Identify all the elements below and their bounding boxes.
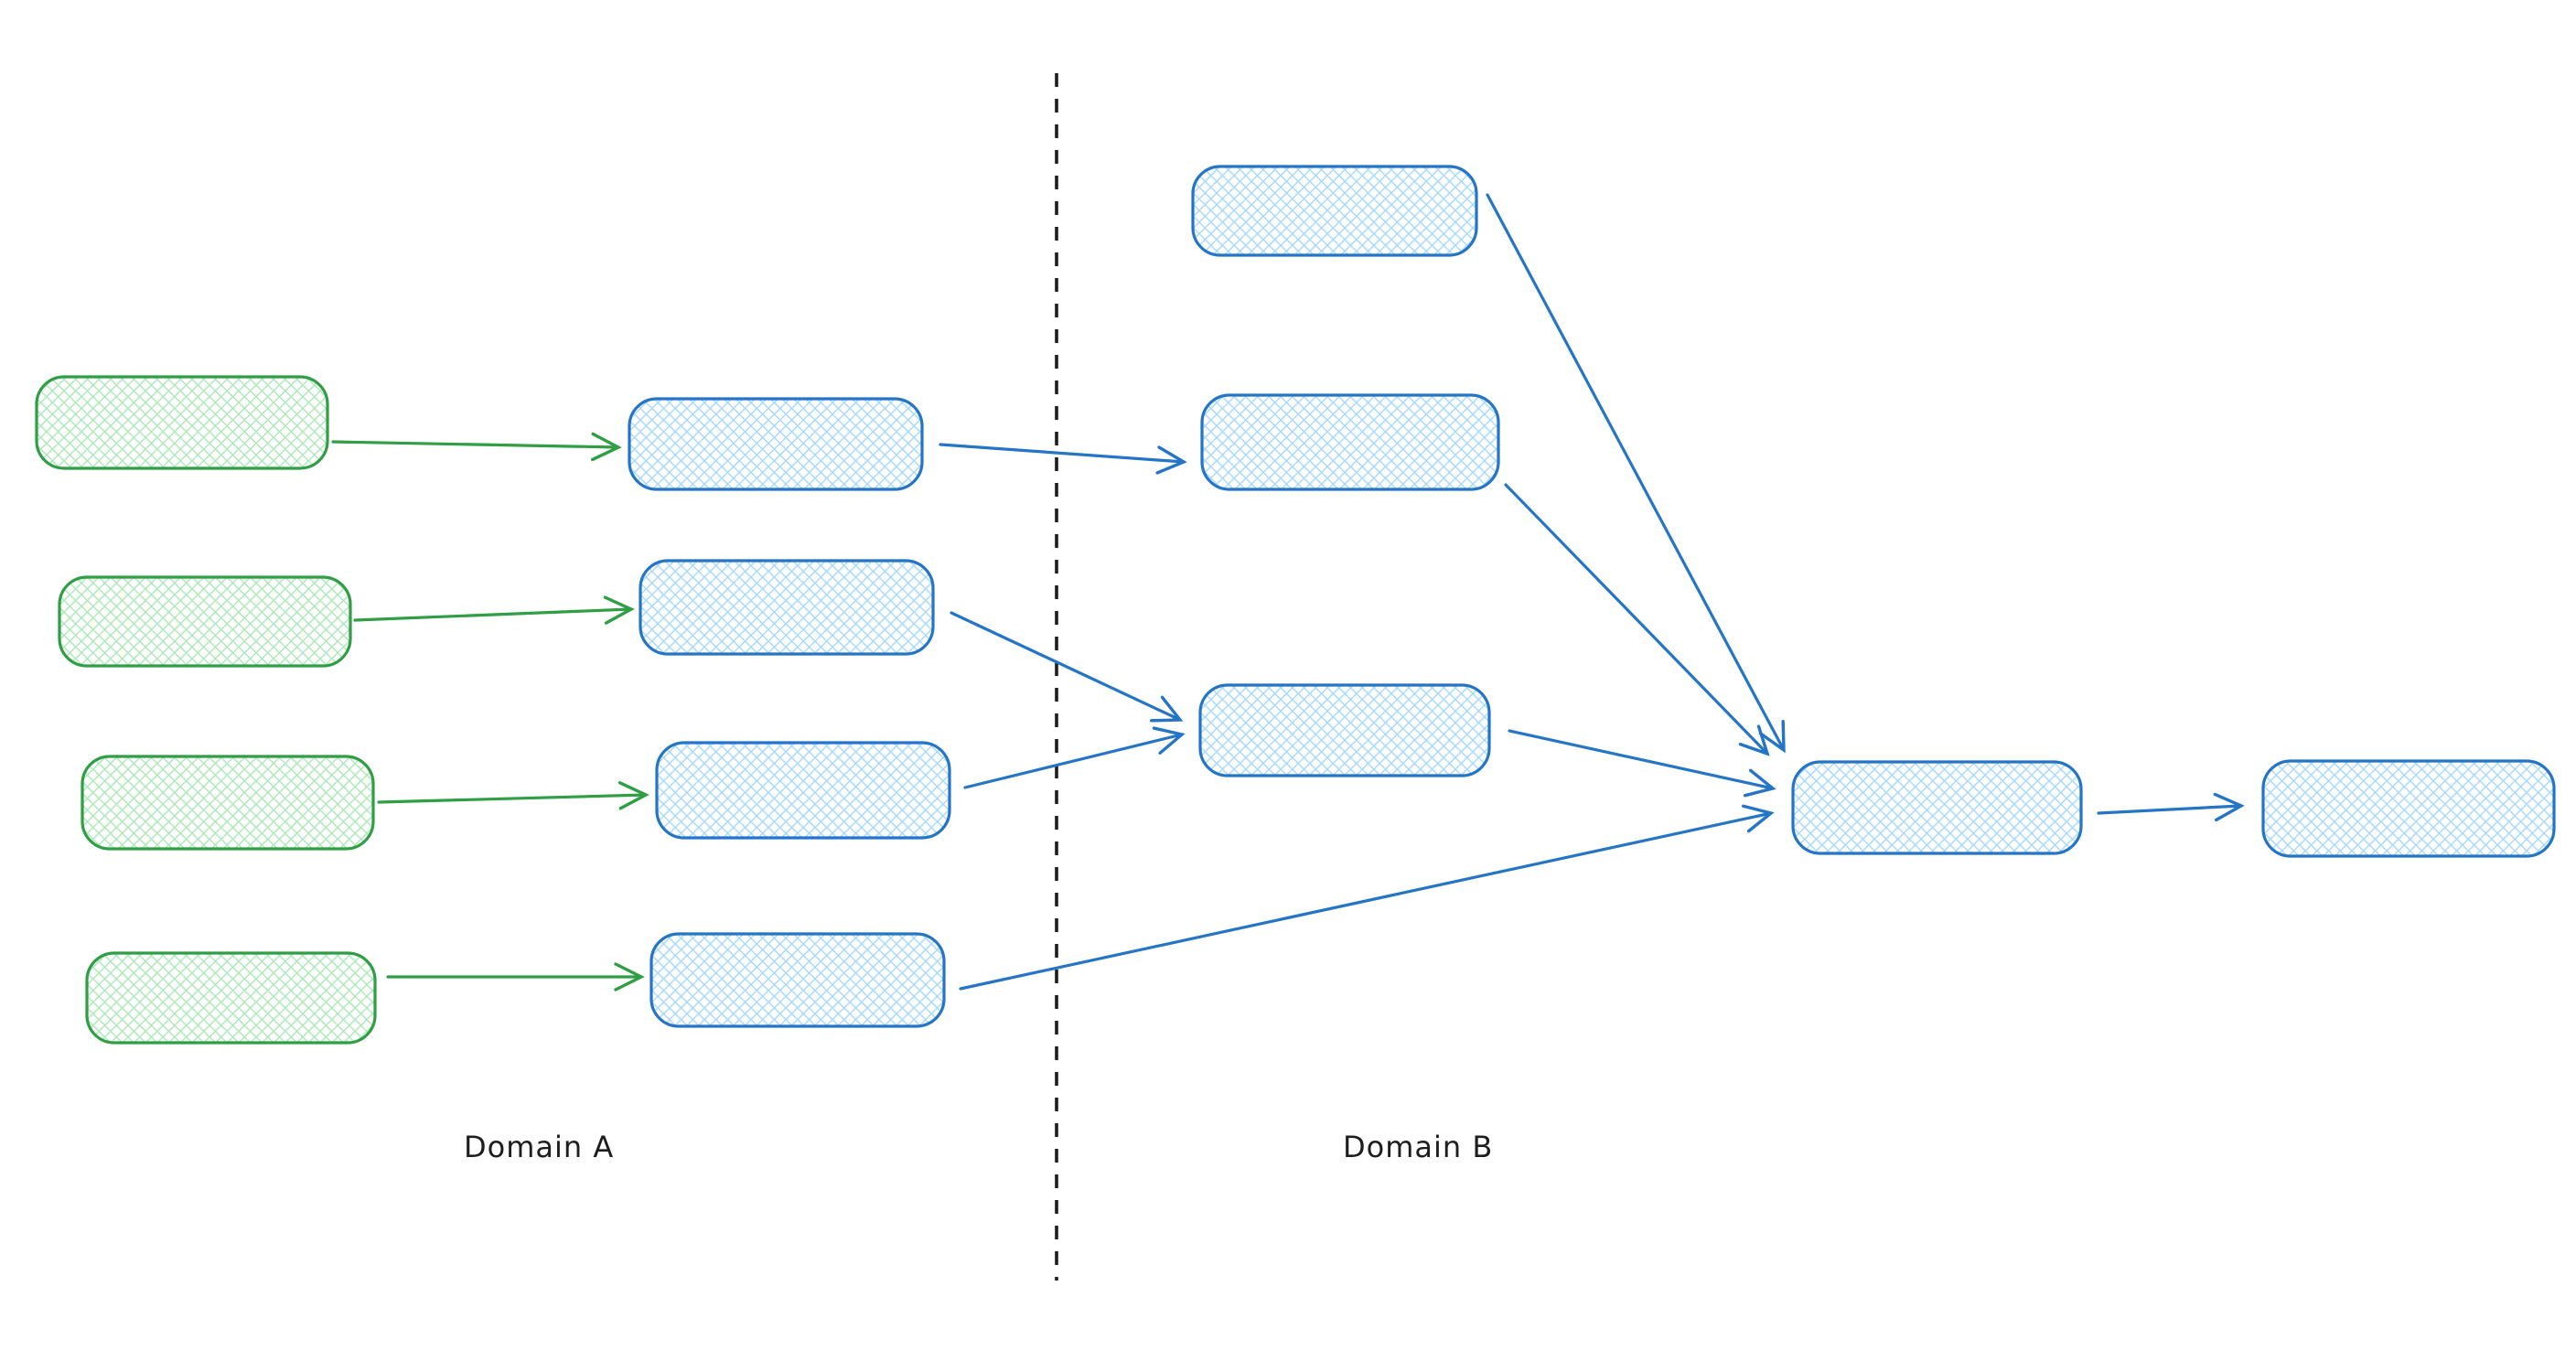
node-merge — [1791, 760, 2083, 855]
edge-intermediate-4-to-merge — [959, 804, 1775, 991]
node-output — [2261, 759, 2556, 858]
node-green-source-2 — [58, 575, 352, 668]
node-domain-b-3 — [1198, 683, 1491, 777]
node-blue-intermediate-2 — [639, 559, 935, 656]
node-green-source-4 — [85, 951, 377, 1045]
edge-green-source-1-to-intermediate-1 — [331, 432, 622, 462]
node-domain-b-2 — [1200, 393, 1500, 491]
edge-domain-b-3-to-merge — [1508, 729, 1776, 798]
edge-intermediate-3-to-domain-b-3 — [963, 726, 1186, 789]
edge-green-source-3-to-intermediate-3 — [377, 781, 649, 810]
edge-intermediate-1-to-domain-b-2 — [939, 443, 1187, 475]
domain-a-label: Domain A — [464, 1130, 615, 1164]
edge-green-source-2-to-intermediate-2 — [353, 595, 635, 625]
node-green-source-1 — [35, 375, 329, 470]
node-blue-intermediate-1 — [628, 397, 924, 491]
node-domain-b-1 — [1191, 165, 1478, 257]
node-green-source-3 — [80, 755, 375, 851]
edge-domain-b-1-to-merge — [1486, 193, 1786, 754]
edge-intermediate-2-to-domain-b-3 — [950, 611, 1184, 723]
edge-merge-to-output — [2097, 792, 2245, 822]
domain-b-label: Domain B — [1343, 1130, 1494, 1164]
edge-domain-b-2-to-merge — [1504, 483, 1770, 756]
node-blue-intermediate-4 — [649, 932, 946, 1028]
node-blue-intermediate-3 — [655, 741, 951, 840]
